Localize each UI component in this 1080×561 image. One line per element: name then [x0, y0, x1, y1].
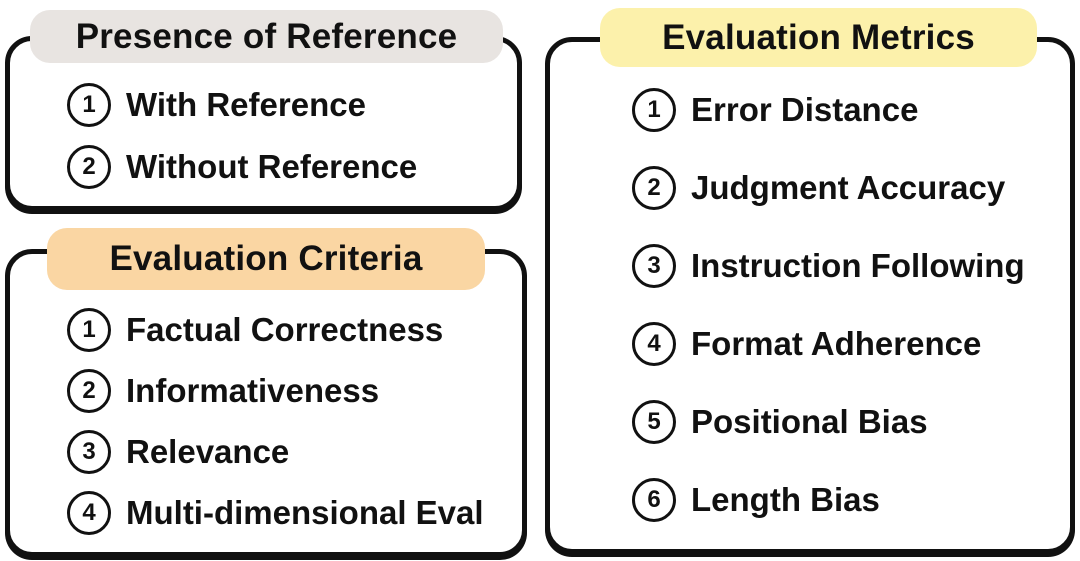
- item-label: Error Distance: [691, 91, 919, 128]
- panel-title-badge: Evaluation Metrics: [600, 8, 1037, 67]
- item-label: Factual Correctness: [126, 311, 444, 348]
- item-list: 1 With Reference 2 Without Reference: [27, 83, 417, 189]
- list-item: 5 Positional Bias: [632, 400, 1025, 444]
- list-item: 2 Informativeness: [67, 369, 484, 413]
- item-label: Judgment Accuracy: [691, 169, 1006, 206]
- list-item: 1 Error Distance: [632, 88, 1025, 132]
- item-label: Instruction Following: [691, 247, 1025, 284]
- list-item: 1 With Reference: [67, 83, 417, 127]
- list-item: 4 Format Adherence: [632, 322, 1025, 366]
- panel-outline-box: [545, 37, 1075, 554]
- list-item: 1 Factual Correctness: [67, 308, 484, 352]
- item-number-circle: 1: [67, 83, 111, 127]
- list-item: 2 Judgment Accuracy: [632, 166, 1025, 210]
- panel-title-badge: Presence of Reference: [30, 10, 503, 63]
- item-list: 1 Factual Correctness 2 Informativeness 3 Rel…: [27, 308, 484, 535]
- item-label: Length Bias: [691, 481, 880, 518]
- item-number-circle: 3: [632, 244, 676, 288]
- item-number-circle: 2: [67, 369, 111, 413]
- list-item: 4 Multi-dimensional Eval: [67, 491, 484, 535]
- item-label: Format Adherence: [691, 325, 982, 362]
- item-label: Positional Bias: [691, 403, 928, 440]
- item-number-circle: 5: [632, 400, 676, 444]
- item-number-circle: 2: [67, 145, 111, 189]
- item-label: Relevance: [126, 433, 290, 470]
- list-item: 6 Length Bias: [632, 478, 1025, 522]
- item-label: Informativeness: [126, 372, 380, 409]
- item-number-circle: 4: [67, 491, 111, 535]
- panel-title: Presence of Reference: [75, 16, 458, 56]
- panel-title-badge: Evaluation Criteria: [47, 228, 485, 290]
- item-label: Without Reference: [126, 148, 418, 185]
- panel-title: Evaluation Metrics: [662, 17, 975, 57]
- list-item: 3 Instruction Following: [632, 244, 1025, 288]
- list-item: 2 Without Reference: [67, 145, 417, 189]
- panel-title: Evaluation Criteria: [109, 239, 423, 278]
- item-label: Multi-dimensional Eval: [126, 494, 484, 531]
- item-number-circle: 4: [632, 322, 676, 366]
- item-number-circle: 1: [67, 308, 111, 352]
- item-list: 1 Error Distance 2 Judgment Accuracy 3 Instru…: [592, 88, 1025, 522]
- item-number-circle: 2: [632, 166, 676, 210]
- item-label: With Reference: [126, 86, 366, 123]
- item-number-circle: 1: [632, 88, 676, 132]
- item-number-circle: 6: [632, 478, 676, 522]
- item-number-circle: 3: [67, 430, 111, 474]
- list-item: 3 Relevance: [67, 430, 484, 474]
